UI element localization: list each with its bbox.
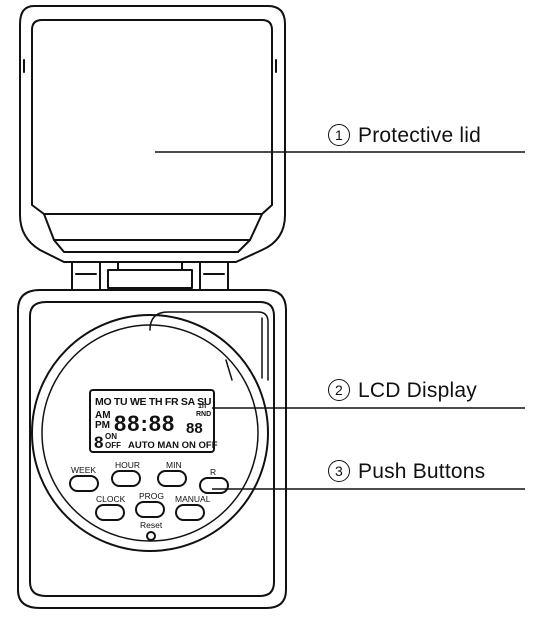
lcd-time: 88:88 bbox=[114, 411, 175, 436]
hinge bbox=[71, 261, 229, 291]
week-button[interactable] bbox=[69, 475, 99, 492]
reset-button-label: Reset bbox=[140, 520, 163, 530]
reset-button[interactable] bbox=[146, 531, 156, 541]
callout-number: 3 bbox=[328, 460, 350, 482]
manual-button-label: MANUAL bbox=[175, 494, 211, 504]
r-button-label: R bbox=[210, 467, 216, 477]
lcd-rnd: RND bbox=[196, 411, 211, 418]
manual-button[interactable] bbox=[175, 504, 205, 521]
min-button[interactable] bbox=[157, 470, 187, 487]
min-button-label: MIN bbox=[166, 460, 182, 470]
hour-button-label: HOUR bbox=[115, 460, 140, 470]
callout-number: 1 bbox=[328, 124, 350, 146]
r-button[interactable] bbox=[199, 477, 229, 494]
lcd-one-hour: 1h bbox=[198, 403, 206, 410]
base-housing bbox=[17, 289, 287, 609]
lcd-off: OFF bbox=[105, 441, 121, 450]
lcd-frame bbox=[89, 389, 215, 453]
callout-label: Push Buttons bbox=[358, 460, 486, 483]
lcd-days: MO TU WE TH FR SA SU bbox=[95, 396, 211, 408]
callout-number: 2 bbox=[328, 379, 350, 401]
lcd-small-digits: 88 bbox=[186, 420, 203, 437]
lcd-display: MO TU WE TH FR SA SU 1h AM PM 88:88 RND … bbox=[94, 396, 218, 452]
prog-button-label: PROG bbox=[139, 491, 164, 501]
callout-push-buttons: 3 Push Buttons bbox=[328, 460, 485, 484]
lcd-am: AM bbox=[95, 410, 111, 421]
prog-button[interactable] bbox=[135, 501, 165, 518]
dial-ring bbox=[31, 314, 269, 552]
callout-lcd-display: 2 LCD Display bbox=[328, 379, 477, 403]
lcd-pm: PM bbox=[95, 420, 110, 431]
lcd-mode-row: AUTO MAN ON OFF bbox=[128, 440, 218, 451]
clock-button-label: CLOCK bbox=[96, 494, 126, 504]
week-button-label: WEEK bbox=[71, 465, 96, 475]
clock-button[interactable] bbox=[95, 504, 125, 521]
protective-lid bbox=[19, 5, 286, 263]
hour-button[interactable] bbox=[111, 470, 141, 487]
callout-label: Protective lid bbox=[358, 124, 482, 147]
callout-protective-lid: 1 Protective lid bbox=[328, 124, 481, 148]
callout-label: LCD Display bbox=[358, 379, 477, 402]
lcd-on: ON bbox=[105, 432, 117, 441]
lcd-program-digit: 8 bbox=[94, 433, 103, 452]
